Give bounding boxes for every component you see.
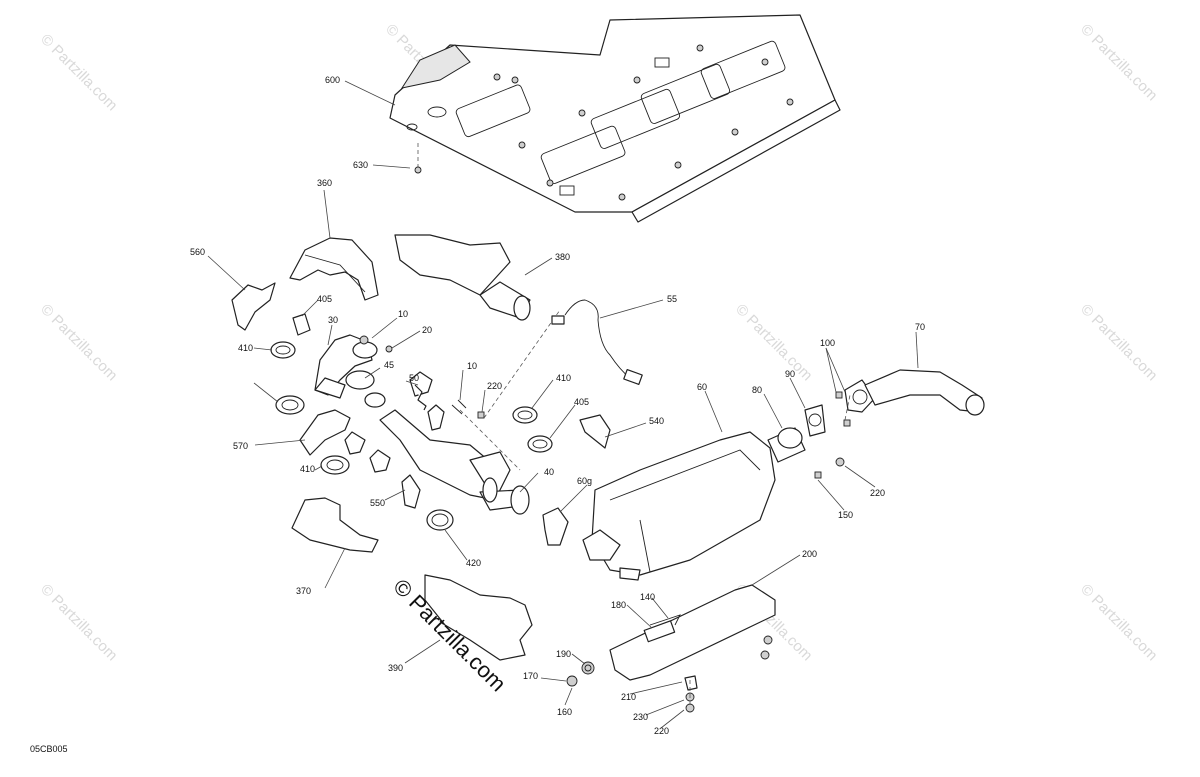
callout-60g: 60g (577, 476, 592, 486)
callout-540: 540 (649, 416, 664, 426)
callout-150: 150 (838, 510, 853, 520)
exhaust-headers (270, 309, 561, 553)
callout-410: 410 (556, 373, 571, 383)
callout-140: 140 (640, 592, 655, 602)
callout-390: 390 (388, 663, 403, 673)
heat-shield-390 (424, 574, 533, 661)
watermark: © Partzilla.com (37, 31, 120, 114)
callout-200: 200 (802, 549, 817, 559)
callout-410: 410 (238, 343, 253, 353)
callout-80: 80 (752, 385, 762, 395)
callout-45: 45 (384, 360, 394, 370)
callout-70: 70 (915, 322, 925, 332)
watermark: © Partzilla.com (1077, 581, 1160, 664)
callout-20: 20 (422, 325, 432, 335)
heat-shield-380 (394, 234, 531, 321)
callout-220: 220 (487, 381, 502, 391)
watermark: © Partzilla.com (1077, 301, 1160, 384)
tail-pipe-70 (777, 369, 985, 479)
callout-420: 420 (466, 558, 481, 568)
bolt-630 (414, 140, 422, 174)
oxygen-sensor-55 (551, 299, 643, 386)
callout-180: 180 (611, 600, 626, 610)
callout-170: 170 (523, 671, 538, 681)
watermark: © Partzilla.com (37, 301, 120, 384)
callout-10: 10 (467, 361, 477, 371)
callout-360: 360 (317, 178, 332, 188)
heat-shield-560 (231, 282, 276, 331)
callout-370: 370 (296, 586, 311, 596)
skid-plate-600 (389, 14, 841, 223)
callout-55: 55 (667, 294, 677, 304)
callout-90: 90 (785, 369, 795, 379)
diagram-reference: 05CB005 (30, 744, 68, 754)
callout-160: 160 (557, 707, 572, 717)
callout-40: 40 (544, 467, 554, 477)
muffler-60 (582, 427, 806, 581)
bracket-200 (566, 584, 776, 713)
callout-230: 230 (633, 712, 648, 722)
callout-410: 410 (300, 464, 315, 474)
leader-lines (207, 80, 919, 729)
callout-630: 630 (353, 160, 368, 170)
watermark: © Partzilla.com (732, 301, 815, 384)
callout-405: 405 (317, 294, 332, 304)
callout-100: 100 (820, 338, 835, 348)
callout-10: 10 (398, 309, 408, 319)
callout-380: 380 (555, 252, 570, 262)
callout-600: 600 (325, 75, 340, 85)
callout-560: 560 (190, 247, 205, 257)
watermark: © Partzilla.com (1077, 21, 1160, 104)
callout-220: 220 (654, 726, 669, 736)
callout-30: 30 (328, 315, 338, 325)
callout-190: 190 (556, 649, 571, 659)
callout-570: 570 (233, 441, 248, 451)
callout-220: 220 (870, 488, 885, 498)
watermark: © Partzilla.com (37, 581, 120, 664)
callout-labels: 600 630 360 380 560 405 30 10 20 55 70 1… (190, 75, 925, 736)
clamps-right (512, 406, 611, 546)
callout-50: 50 (409, 373, 419, 383)
heat-shield-360 (289, 237, 379, 301)
callout-210: 210 (621, 692, 636, 702)
callout-60: 60 (697, 382, 707, 392)
callout-550: 550 (370, 498, 385, 508)
callout-405: 405 (574, 397, 589, 407)
